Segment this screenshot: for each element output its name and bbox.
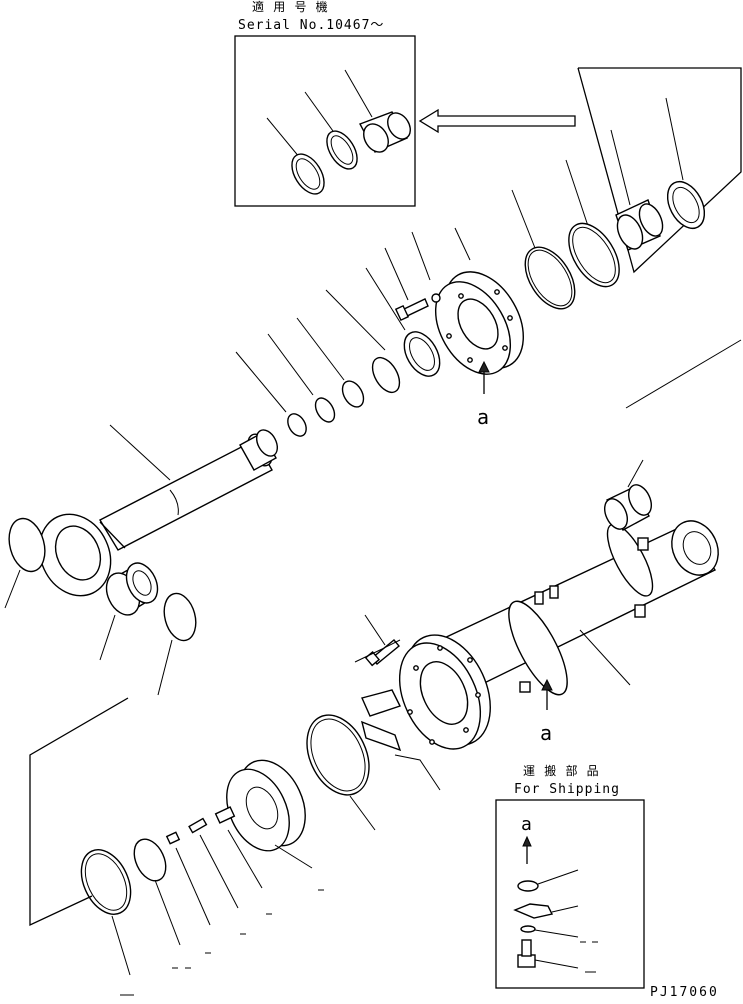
upper-right-bracket [577, 67, 742, 274]
shipping-parts [513, 835, 579, 969]
piston [226, 759, 313, 869]
piston-wear-ring [306, 714, 376, 831]
shipping-title-en: For Shipping [514, 782, 620, 797]
right-long-leader [625, 339, 742, 409]
head-view-label: a [477, 405, 489, 429]
head-bolt [384, 231, 441, 322]
piston-nut-parts [165, 806, 263, 926]
piston-rings [80, 838, 181, 976]
flange-bolt [354, 614, 401, 667]
upper-right-parts [610, 97, 706, 251]
tube-view-label: a [540, 721, 552, 745]
cylinder-tube [398, 520, 719, 750]
serial-inset-parts [266, 69, 411, 195]
serial-box-title-jp: 適 用 号 機 [252, 0, 329, 14]
head-view-arrow [478, 360, 490, 394]
drawing-code: PJ17060 [650, 985, 719, 999]
cylinder-head [434, 227, 524, 375]
clamp-halves [360, 689, 441, 791]
rod-eye-snap-ring-2 [157, 592, 197, 696]
serial-inset-box [234, 35, 416, 207]
piston-rod [38, 424, 279, 597]
lower-left-bracket [29, 697, 129, 927]
shipping-title-jp: 運 搬 部 品 [523, 763, 600, 778]
shipping-box [495, 799, 645, 989]
item-number-dashes [120, 889, 598, 996]
rod-seal-rings [235, 267, 441, 437]
tube-view-arrow [541, 678, 553, 710]
rod-eye-snap-ring [4, 517, 46, 609]
head-seal-rings [511, 159, 620, 310]
tube-bushing [603, 459, 653, 531]
serial-box-serial-number: Serial No.10467〜 [238, 18, 384, 33]
inset-arrow [418, 108, 576, 134]
shipping-view-label: a [521, 814, 532, 835]
rod-eye-bushing [99, 562, 159, 661]
